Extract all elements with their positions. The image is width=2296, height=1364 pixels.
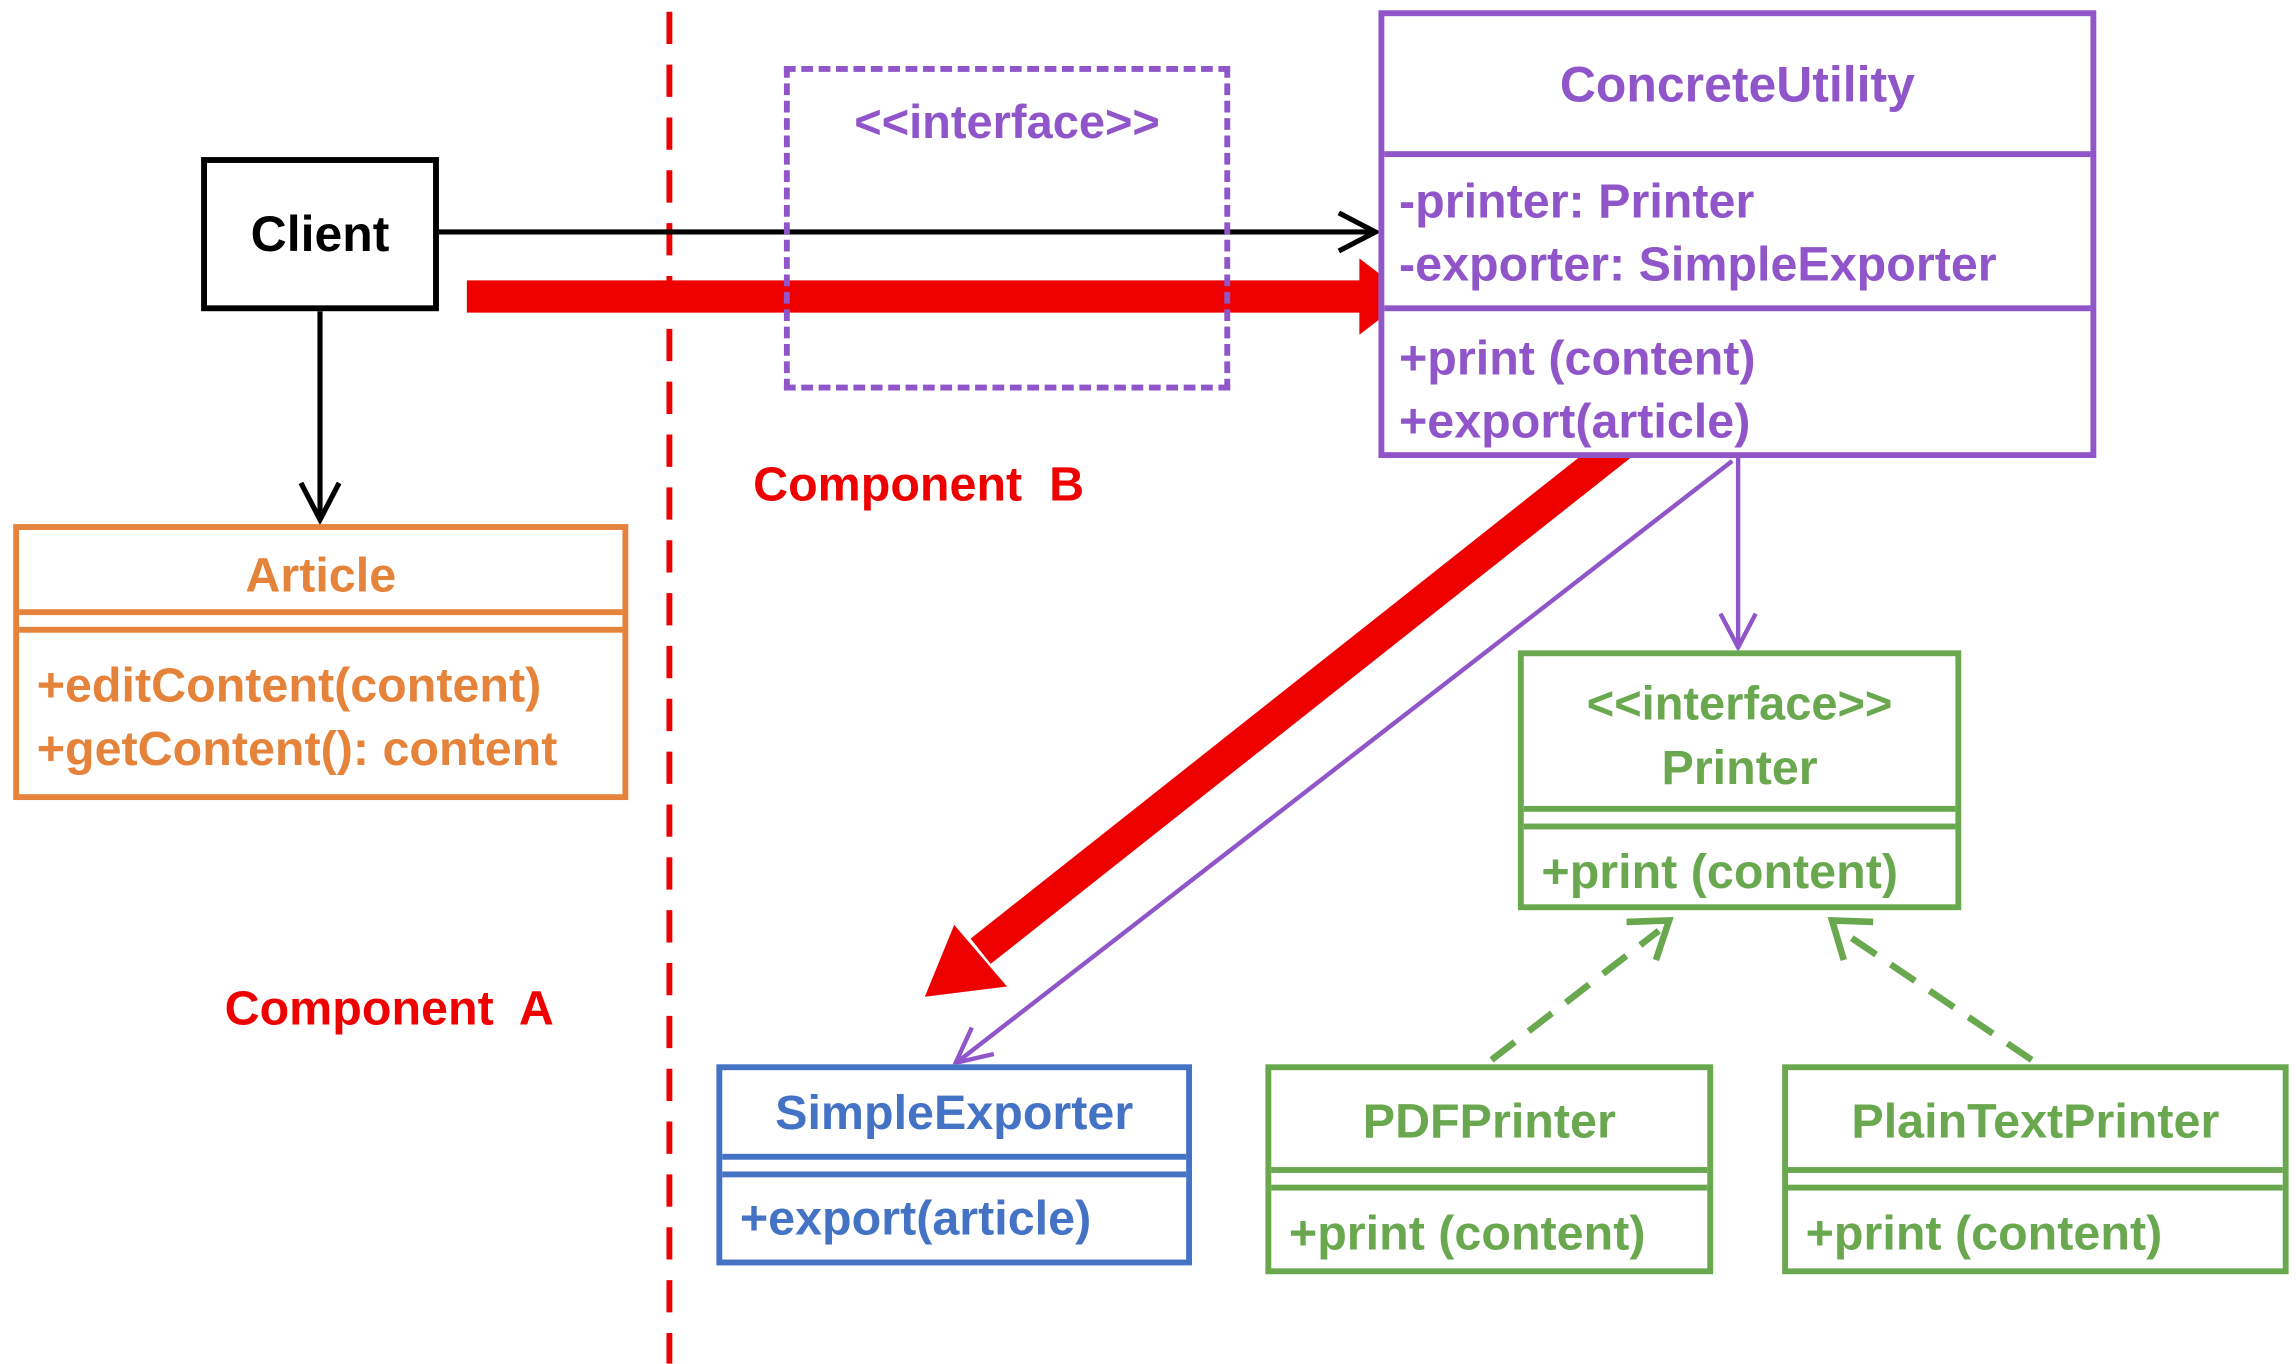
concrete-utility-divider-1 — [1384, 151, 2091, 158]
client-class-name: Client — [250, 206, 390, 263]
interface-placeholder-box[interactable]: <<interface>> — [783, 66, 1231, 391]
pdf-printer-class-name: PDFPrinter — [1362, 1093, 1616, 1148]
pdf-printer-realization — [1489, 916, 1674, 1063]
simple-exporter-divider-2 — [722, 1171, 1187, 1178]
concrete-utility-method: +print (content) — [1399, 330, 1756, 385]
component-a-label: Component A — [224, 980, 554, 1035]
simple-exporter-method: +export(article) — [739, 1190, 1092, 1245]
component-b-label: Component B — [753, 456, 1085, 511]
utility-to-printer-association — [1718, 458, 1758, 653]
article-divider-1 — [19, 609, 623, 616]
simple-exporter-class-box[interactable]: SimpleExporter +export(article) — [716, 1064, 1193, 1266]
concrete-utility-attribute: -exporter: SimpleExporter — [1399, 236, 1997, 291]
concrete-utility-attribute: -printer: Printer — [1399, 173, 1755, 228]
interface-stereotype: <<interface>> — [854, 95, 1160, 149]
printer-divider-1 — [1523, 805, 1956, 812]
article-class-name: Article — [245, 547, 397, 602]
article-method: +editContent(content) — [36, 657, 542, 712]
article-class-box[interactable]: Article +editContent(content) +getConten… — [13, 524, 629, 801]
printer-interface-box[interactable]: <<interface>> Printer +print (content) — [1517, 650, 1962, 911]
client-class-box[interactable]: Client — [201, 157, 439, 312]
pdf-printer-method: +print (content) — [1288, 1205, 1646, 1260]
concrete-utility-class-box[interactable]: ConcreteUtility -printer: Printer -expor… — [1378, 10, 2097, 459]
plain-text-printer-class-box[interactable]: PlainTextPrinter +print (content) — [1782, 1064, 2289, 1275]
article-method: +getContent(): content — [36, 720, 558, 776]
plain-text-printer-divider-1 — [1788, 1167, 2283, 1173]
client-to-article-arrow — [298, 311, 342, 526]
utility-to-exporter-association — [951, 459, 1734, 1066]
plain-text-printer-realization — [1827, 916, 2034, 1063]
printer-method: +print (content) — [1541, 844, 1898, 899]
client-to-concrete-utility-arrow — [438, 210, 1382, 254]
simple-exporter-divider-1 — [722, 1153, 1187, 1160]
pdf-printer-divider-2 — [1271, 1184, 1708, 1191]
printer-stereotype: <<interface>> — [1586, 676, 1893, 730]
printer-interface-name: Printer — [1661, 739, 1818, 795]
concrete-utility-class-name: ConcreteUtility — [1559, 57, 1915, 114]
red-flow-arrow-to-exporter — [924, 427, 1637, 997]
plain-text-printer-method: +print (content) — [1805, 1205, 2163, 1260]
plain-text-printer-class-name: PlainTextPrinter — [1851, 1093, 2220, 1148]
concrete-utility-divider-2 — [1384, 305, 2091, 312]
plain-text-printer-divider-2 — [1788, 1184, 2283, 1191]
article-divider-2 — [19, 626, 623, 633]
simple-exporter-class-name: SimpleExporter — [775, 1084, 1134, 1140]
pdf-printer-divider-1 — [1271, 1167, 1708, 1173]
printer-divider-2 — [1523, 823, 1956, 830]
pdf-printer-class-box[interactable]: PDFPrinter +print (content) — [1265, 1064, 1714, 1275]
concrete-utility-method: +export(article) — [1399, 393, 1751, 448]
